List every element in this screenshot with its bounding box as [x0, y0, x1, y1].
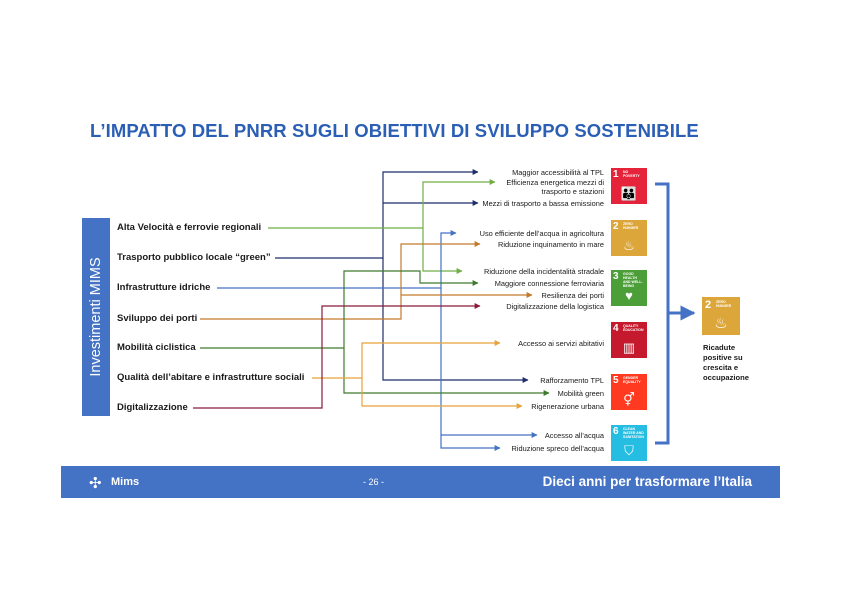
- connector-idriche-spreco: [440, 435, 501, 451]
- outcome-accessibilita-tpl: Maggior accessibilità al TPL: [512, 168, 604, 177]
- investment-digitalizzazione: Digitalizzazione: [117, 402, 188, 413]
- outcome-resilienza-porti: Resilienza dei porti: [541, 291, 604, 300]
- investment-mobilita-ciclistica: Mobilità ciclistica: [117, 342, 196, 353]
- investment-tpl-green: Trasporto pubblico locale “green”: [117, 252, 271, 263]
- connector-porti-resilienza: [200, 292, 533, 320]
- outcome-accesso-acqua: Accesso all’acqua: [544, 431, 604, 440]
- outcome-mobilita-green: Mobilità green: [557, 389, 604, 398]
- outcome-servizi-abitativi: Accesso ai servizi abitativi: [518, 339, 604, 348]
- connector-abitare-servizi: [312, 340, 501, 379]
- outcome-digitalizzazione-logistica: Digitalizzazione della logistica: [506, 302, 604, 311]
- bowl-icon: ♨: [623, 238, 635, 253]
- heartbeat-icon: ♥: [625, 288, 633, 303]
- footer-bar: ✣ Mims - 26 - Dieci anni per trasformare…: [61, 466, 780, 498]
- footer-slogan: Dieci anni per trasformare l’Italia: [542, 474, 752, 489]
- connector-digitalizzazione-logistica: [193, 303, 481, 409]
- outcome-inquinamento-mare: Riduzione inquinamento in mare: [498, 240, 604, 249]
- outcome-rafforzamento-tpl: Rafforzamento TPL: [540, 376, 604, 385]
- investment-qualita-abitare: Qualità dell’abitare e infrastrutture so…: [117, 372, 305, 383]
- outcome-spreco-acqua: Riduzione spreco dell’acqua: [511, 444, 604, 453]
- page-title: L’IMPATTO DEL PNRR SUGLI OBIETTIVI DI SV…: [90, 120, 699, 141]
- connector-av-incidentalita: [422, 228, 463, 274]
- logo-text: Mims: [111, 476, 140, 488]
- outcome-incidentalita: Riduzione della incidentalità stradale: [484, 267, 604, 276]
- bowl-icon: ♨: [714, 315, 728, 332]
- outcome-efficienza-energetica-cont: trasporto e stazioni: [541, 187, 604, 196]
- investment-alta-velocita: Alta Velocità e ferrovie regionali: [117, 222, 262, 233]
- connector-ciclistica-green: [343, 348, 550, 396]
- outcome-connessione-ferroviaria: Maggiore connessione ferroviaria: [494, 279, 604, 288]
- gender-icon: ⚥: [623, 392, 635, 407]
- connector-tpl-accessibilita: [275, 169, 479, 259]
- outcome-rigenerazione-urbana: Rigenerazione urbana: [531, 402, 604, 411]
- water-icon: ⛉: [624, 443, 634, 458]
- investment-infrastrutture-idriche: Infrastrutture idriche: [117, 282, 211, 293]
- connector-porti-inquinamento: [400, 241, 481, 295]
- connector-ciclistica-connessione: [200, 270, 479, 349]
- investment-sviluppo-porti: Sviluppo dei porti: [117, 313, 198, 324]
- sdg-bracket: [655, 182, 670, 445]
- connector-idriche-agricoltura: [217, 230, 457, 289]
- book-icon: ▥: [622, 340, 636, 355]
- connector-av-efficienza: [268, 179, 496, 229]
- sidebar-label-box: Investimenti MIMS: [82, 218, 110, 416]
- connector-abitare-rigenerazione: [361, 378, 523, 409]
- outcome-mezzi-bassa-emissione: Mezzi di trasporto a bassa emissione: [482, 199, 604, 208]
- outcome-uso-acqua-agricoltura: Uso efficiente dell’acqua in agricoltura: [479, 229, 604, 238]
- network-icon: ✣: [89, 475, 102, 492]
- result-text: Ricadute positive su crescita e occupazi…: [703, 343, 749, 382]
- family-icon: 👪: [620, 186, 638, 201]
- connector-tpl-rafforzamento: [382, 258, 529, 383]
- outcome-efficienza-energetica: Efficienza energetica mezzi di: [506, 178, 604, 187]
- page-number: - 26 -: [363, 477, 385, 487]
